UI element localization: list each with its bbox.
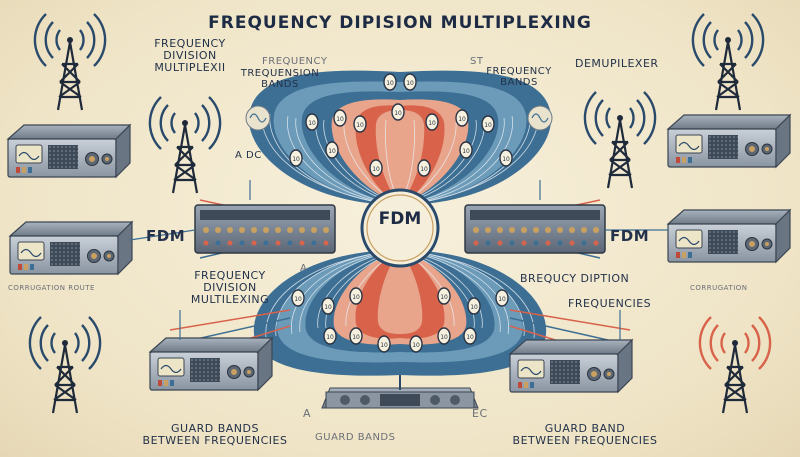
radio-tower-icon-bottom-right — [698, 315, 772, 415]
label-top-left-line3: MULTIPLEXII — [154, 61, 226, 75]
radio-tower-icon-bottom-left — [28, 315, 102, 415]
label-mid-left-a: A — [300, 263, 308, 274]
label-top-center-right-faint: ST — [470, 56, 484, 67]
label-fdm-center: FDM — [378, 209, 422, 229]
label-mid-left-line1: FREQUENCY — [194, 269, 266, 282]
device-caption-left: CORRUGATION ROUTE — [8, 284, 95, 292]
label-top-left-line1: FREQUENCY — [154, 37, 226, 50]
multiplexer-rack-left — [194, 204, 336, 254]
label-mid-left-line2: DIVISION — [203, 281, 257, 295]
label-top-left: FREQUENCY DIVISION MULTIPLEXII — [120, 37, 260, 75]
connector-lines — [129, 180, 668, 340]
upper-signal-lobe — [248, 70, 552, 206]
transceiver-icon-left-1 — [7, 124, 131, 178]
label-bottom-right: GUARD BAND BETWEEN FREQUENCIES — [510, 422, 660, 448]
multiplexer-rack-right — [464, 204, 606, 254]
label-bottom-center-ec: EC — [472, 407, 488, 420]
label-mid-left-line3: MULTILEXING — [190, 293, 270, 307]
label-bottom-left-line2: BETWEEN FREQUENCIES — [142, 434, 288, 448]
label-top-center-right: FREQUENCY BANDS — [478, 66, 560, 88]
label-bottom-left: GUARD BANDS BETWEEN FREQUENCIES — [140, 422, 290, 448]
label-mid-left: FREQUENCY DIVISION MULTILEXING — [165, 269, 295, 307]
label-bottom-right-line2: BETWEEN FREQUENCIES — [512, 434, 658, 448]
waveform-icon-right — [527, 105, 553, 131]
label-mid-right-2: FREQUENCIES — [568, 297, 652, 310]
label-bottom-left-line1: GUARD BANDS — [171, 422, 259, 435]
transceiver-icon-bottom-right — [509, 339, 633, 393]
label-top-center-left-faint: FREQUENCY — [262, 56, 328, 67]
label-fdm-right: FDM — [610, 227, 650, 245]
device-caption-right: CORRUGATION — [690, 284, 748, 292]
label-top-left-line2: DIVISION — [163, 49, 217, 63]
label-adc: A DC — [235, 150, 262, 161]
waveform-icon-left — [245, 105, 271, 131]
label-top-center-left-line2: BANDS — [261, 79, 299, 90]
label-bottom-right-line1: GUARD BAND — [544, 422, 626, 435]
lower-signal-lobe — [253, 249, 547, 376]
label-top-center-left: TREQUENSION BANDS — [235, 68, 325, 90]
label-mid-right: BREQUCY DIPTION — [520, 272, 630, 285]
label-bottom-center-left: GUARD BANDS — [315, 432, 396, 443]
diagram-title: FREQUENCY DIPISION MULTIPLEXING — [208, 13, 592, 33]
transceiver-icon-left-2 — [9, 221, 133, 275]
fdm-center-node — [360, 188, 440, 268]
transceiver-icon-bottom-left — [149, 337, 273, 391]
label-top-center-right-line2: BANDS — [500, 77, 538, 88]
radio-tower-icon-mid-right — [583, 90, 657, 190]
label-fdm-left: FDM — [146, 227, 186, 245]
label-top-center-right-line1: FREQUENCY — [486, 66, 552, 77]
transceiver-icon-right-1 — [667, 114, 791, 168]
radio-tower-icon-mid-left — [148, 95, 222, 195]
label-bottom-center-a: A — [303, 407, 312, 420]
transceiver-icon-right-2 — [667, 209, 791, 263]
label-top-center-left-line1: TREQUENSION — [240, 68, 320, 79]
bottom-console — [321, 375, 479, 409]
label-top-right: DEMUPILEXER — [575, 57, 659, 70]
